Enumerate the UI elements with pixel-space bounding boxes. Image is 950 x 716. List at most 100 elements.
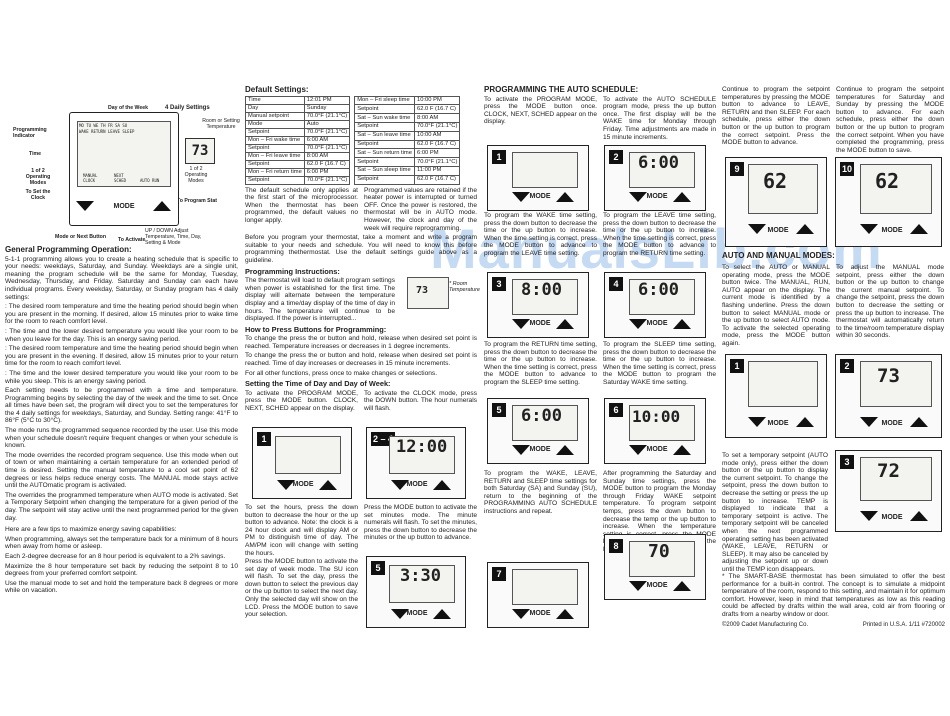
up-arrow-icon bbox=[433, 480, 451, 490]
default-setting-name: Sat – Sun wake time bbox=[354, 113, 415, 123]
gp-auto: The mode runs the programmed sequence re… bbox=[5, 427, 238, 450]
gp-manual: The mode overrides the recorded program … bbox=[5, 451, 238, 490]
auto-manual-heading: AUTO AND MANUAL MODES: bbox=[722, 251, 835, 260]
room-setting-label: Room or Setting Temperature bbox=[202, 118, 240, 130]
panel-number: 2 bbox=[609, 150, 623, 164]
operating-modes-right-label: 1 of 2 Operating Modes bbox=[184, 166, 208, 184]
default-setting-name: Mon – Fri return time bbox=[245, 167, 305, 177]
default-setting-value: 70.0°F (21.1°C) bbox=[303, 127, 351, 137]
lcd-auto: AUTO RUN bbox=[140, 178, 160, 183]
programming-instructions-text: The thermostat will load to default prog… bbox=[245, 277, 395, 323]
mode-label: MODE bbox=[292, 481, 314, 488]
footnote: * The SMART-BASE thermostat has been sim… bbox=[722, 573, 945, 618]
lcd-time-330: 3:30 bbox=[400, 566, 441, 586]
programming-instructions-heading: Programming Instructions: bbox=[245, 266, 340, 276]
gp-return: : The desired room temperature and time … bbox=[5, 345, 238, 368]
caption-set-day: Press the MODE button to activate the se… bbox=[245, 558, 358, 619]
gp-tips-intro: Here are a few tips to maximize energy s… bbox=[5, 526, 177, 534]
auto-schedule-intro: To activate the PROGRAM MODE, press the … bbox=[484, 96, 716, 144]
panel-number: 2 bbox=[840, 359, 854, 373]
mode-label: MODE bbox=[646, 446, 668, 453]
up-arrow-icon bbox=[673, 319, 691, 329]
caption-weekend: To program the WAKE, LEAVE, RETURN and S… bbox=[484, 470, 597, 515]
panel-c4-m1: 1 MODE bbox=[725, 354, 827, 438]
day-of-week-label: Day of the Week bbox=[108, 105, 148, 111]
down-arrow-button-icon[interactable] bbox=[76, 201, 94, 211]
c3-row1-captions: To program the WAKE time setting, press … bbox=[484, 212, 716, 260]
caption-return: To program the RETURN time setting, pres… bbox=[484, 341, 597, 386]
down-arrow-icon bbox=[629, 581, 647, 591]
lcd-800: 8:00 bbox=[521, 280, 562, 300]
down-arrow-icon bbox=[860, 511, 878, 521]
mode-label: MODE bbox=[529, 446, 551, 453]
gp-leave: : The time and the lower desired tempera… bbox=[5, 327, 238, 343]
lcd-600: 6:00 bbox=[638, 280, 679, 300]
down-arrow-icon bbox=[629, 319, 647, 329]
up-arrow-icon bbox=[673, 581, 691, 591]
operating-modes-left-label: 1 of 2 Operating Modes bbox=[25, 168, 51, 186]
column-3: PROGRAMMING THE AUTO SCHEDULE: To activa… bbox=[484, 0, 716, 143]
program-stat-label: To Program Stat bbox=[177, 198, 217, 204]
room-temp-lcd: 73 * Room Temperature bbox=[407, 277, 480, 329]
press-buttons-time: To change the press the or button and ho… bbox=[245, 352, 477, 368]
default-setting-name: Setpoint bbox=[245, 159, 305, 169]
panel-c3-6: 6 10:00 MODE bbox=[604, 398, 706, 464]
gp-tip-2: Each 2-degree decrease for an 8 hour per… bbox=[5, 552, 226, 560]
default-setting-name: Setpoint bbox=[354, 139, 415, 150]
c4-temp-wrap: To set a temporary setpoint (AUTO mode o… bbox=[722, 452, 828, 576]
default-settings-heading: Default Settings: bbox=[245, 85, 309, 94]
press-buttons-temp: To change the press the or button and ho… bbox=[245, 335, 477, 350]
mode-label: MODE bbox=[767, 420, 789, 427]
default-setting-value: 70.0°F (21.1°C) bbox=[303, 175, 351, 185]
panel-c3-3: 3 8:00 MODE bbox=[487, 272, 589, 338]
panel-c2-1: 1 MODE bbox=[252, 427, 352, 499]
default-setting-value: 10:00 PM bbox=[413, 95, 461, 106]
thermostat-diagram: Day of the Week 4 Daily Settings Room or… bbox=[5, 0, 240, 246]
default-setting-value: 62.0 F (16.7 C) bbox=[413, 139, 461, 150]
lcd-days: MO TU WE TH FR SA SU bbox=[79, 123, 128, 128]
default-setting-name: Sat – Sun return time bbox=[354, 148, 415, 159]
mode-label: MODE bbox=[646, 193, 668, 200]
c4-continue: Continue to program the setpoint tempera… bbox=[722, 86, 945, 156]
down-arrow-icon bbox=[860, 417, 878, 427]
panel-c3-7: 7 MODE bbox=[487, 562, 589, 628]
default-setting-value: 8:00 AM bbox=[303, 151, 351, 161]
caption-set-minutes: Press the MODE button to activate the se… bbox=[364, 504, 477, 542]
caption-wake: To program the WAKE time setting, press … bbox=[484, 212, 597, 257]
mode-label: MODE bbox=[529, 320, 551, 327]
up-arrow-button-icon[interactable] bbox=[153, 201, 171, 211]
lcd-time-1200: 12:00 bbox=[396, 437, 448, 457]
panel-c2-captions: To set the hours, press the down button … bbox=[245, 504, 477, 559]
default-setting-name: Mon – Fri sleep time bbox=[354, 95, 415, 106]
down-arrow-icon bbox=[512, 319, 530, 329]
default-notes: The default schedule only applies at the… bbox=[245, 187, 477, 235]
mode-label: MODE bbox=[529, 193, 551, 200]
default-setting-value: Auto bbox=[303, 119, 351, 129]
c4-footnote-wrap: * The SMART-BASE thermostat has been sim… bbox=[722, 573, 945, 621]
panel-c4-m3: 3 72 MODE bbox=[835, 450, 942, 532]
c4-auto-text: To select the AUTO or MANUAL operating m… bbox=[722, 264, 945, 350]
panel-number: 9 bbox=[730, 162, 744, 176]
up-arrow-icon bbox=[556, 609, 574, 619]
default-setting-name: Mode bbox=[245, 119, 305, 129]
up-arrow-icon bbox=[910, 511, 928, 521]
default-setting-value: 70.0°F (21.1°C) bbox=[413, 121, 461, 132]
mode-label: MODE bbox=[406, 481, 428, 488]
up-arrow-icon bbox=[796, 224, 814, 234]
mode-button[interactable]: MODE bbox=[113, 203, 135, 210]
footer: ©2009 Cadet Manufacturing Co. Printed in… bbox=[722, 622, 945, 630]
mode-label: MODE bbox=[767, 227, 789, 234]
lcd-1000: 10:00 bbox=[632, 407, 681, 426]
set-clock-label: To Set the Clock bbox=[25, 189, 51, 201]
up-arrow-icon bbox=[319, 480, 337, 490]
set-day-left: To activate the PROGRAM MODE, press the … bbox=[245, 389, 358, 413]
gp-tip-1: When programming, always set the tempera… bbox=[5, 535, 238, 551]
